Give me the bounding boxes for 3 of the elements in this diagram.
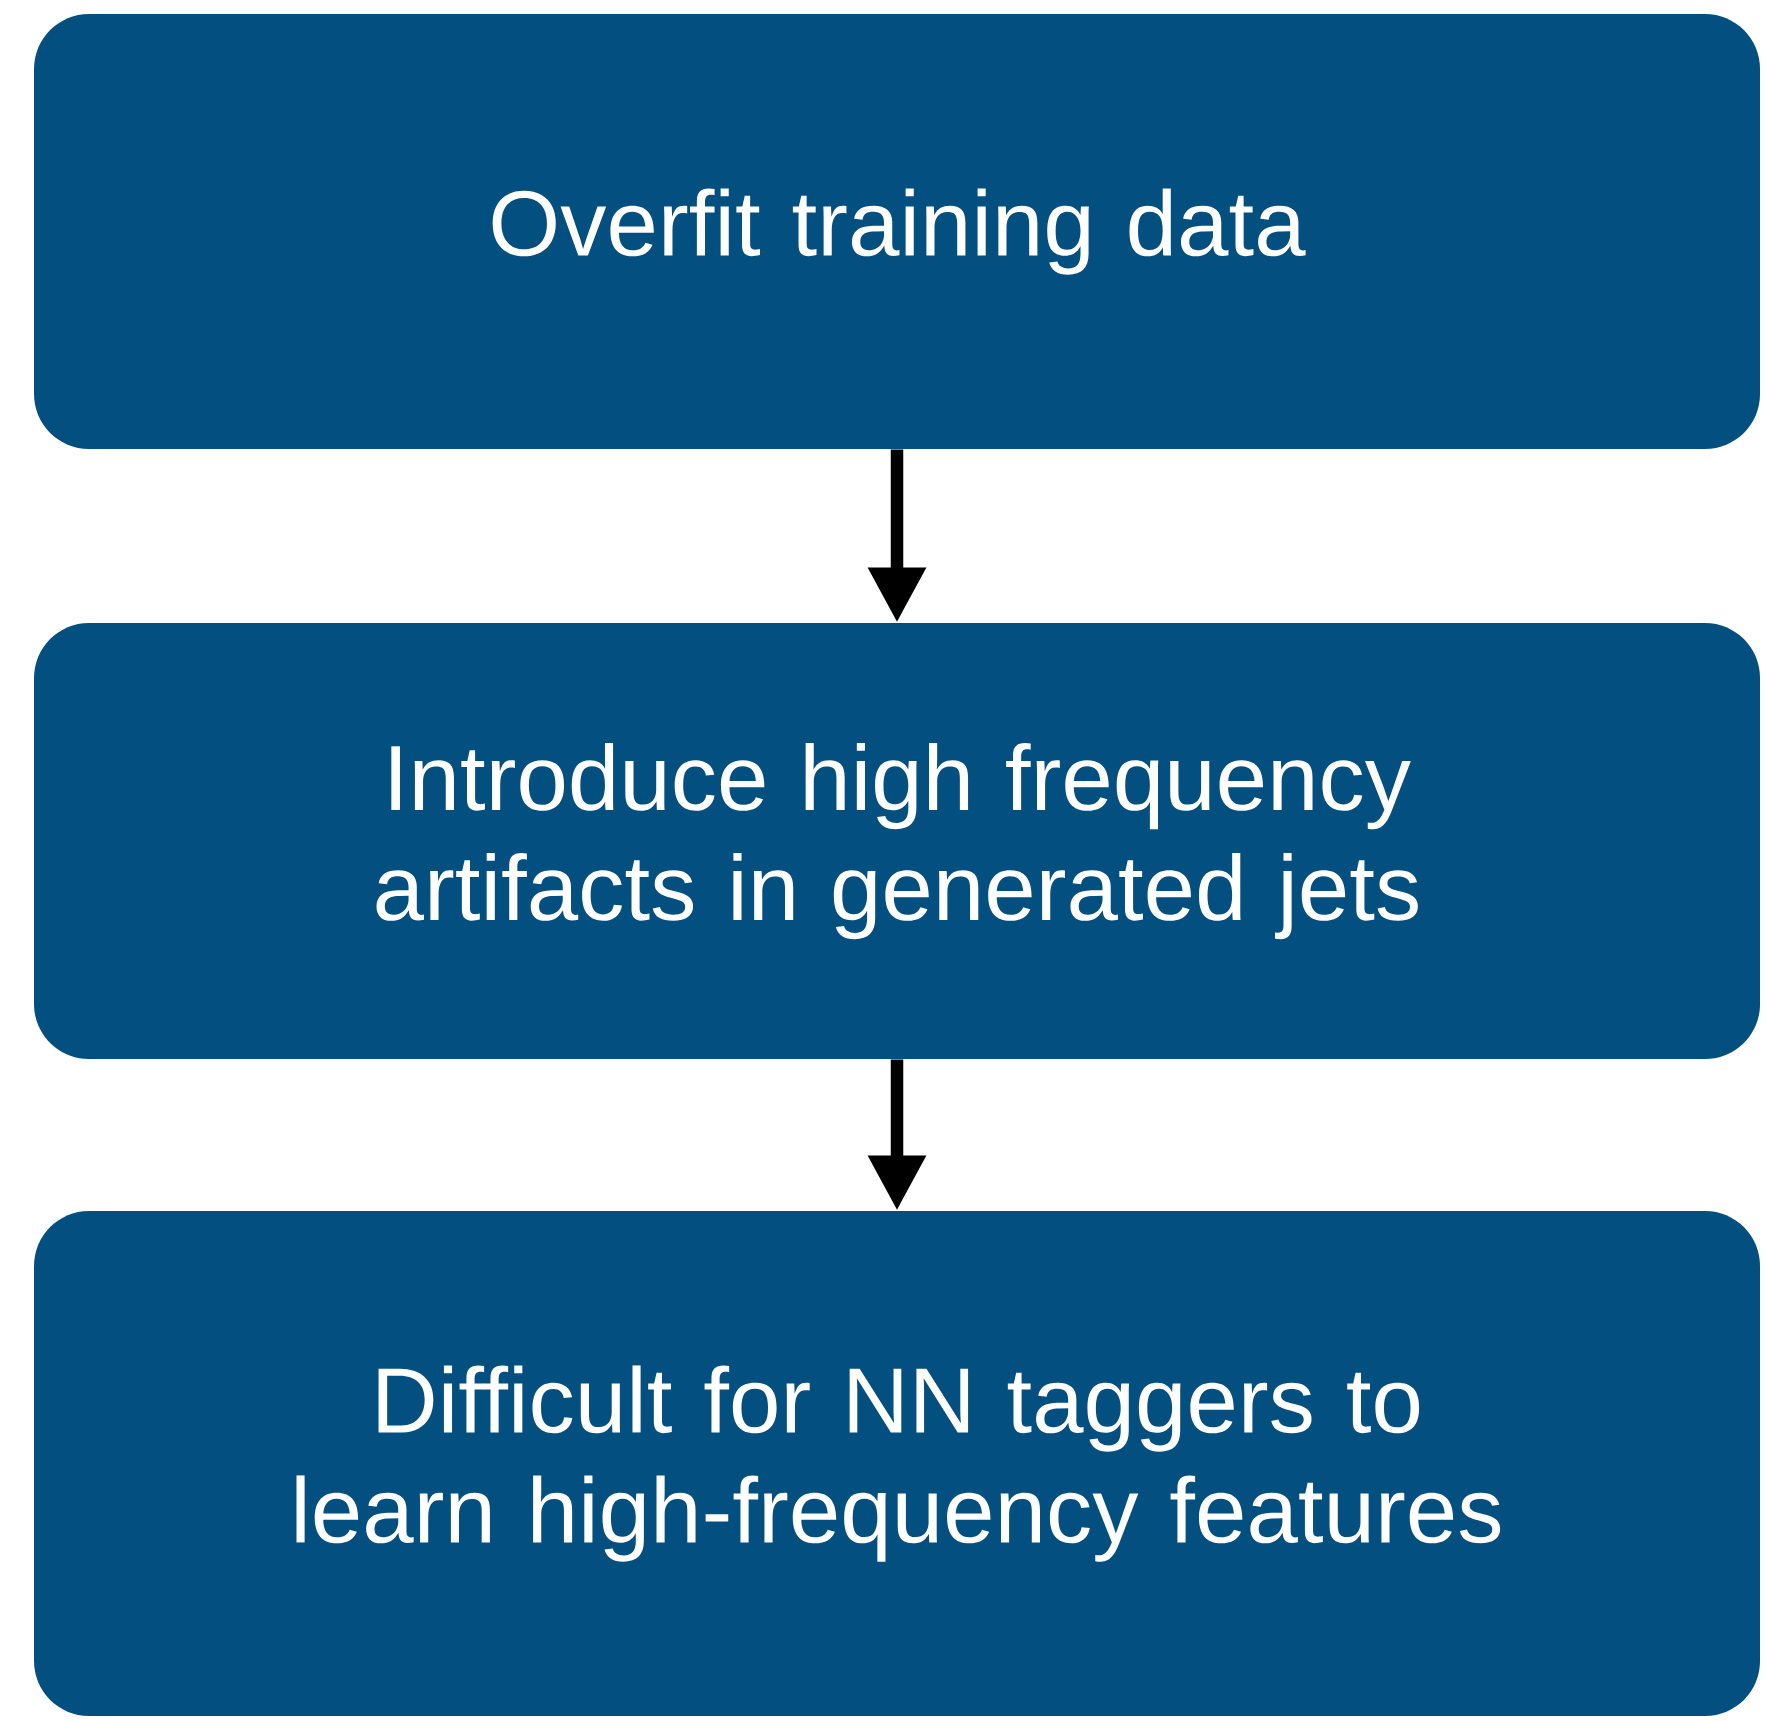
process-box: Overfit training data [34,14,1760,449]
process-box: Difficult for NN taggers to learn high-frequency features [34,1211,1760,1716]
process-box: Introduce high frequency artifacts in generated jets [34,623,1760,1059]
